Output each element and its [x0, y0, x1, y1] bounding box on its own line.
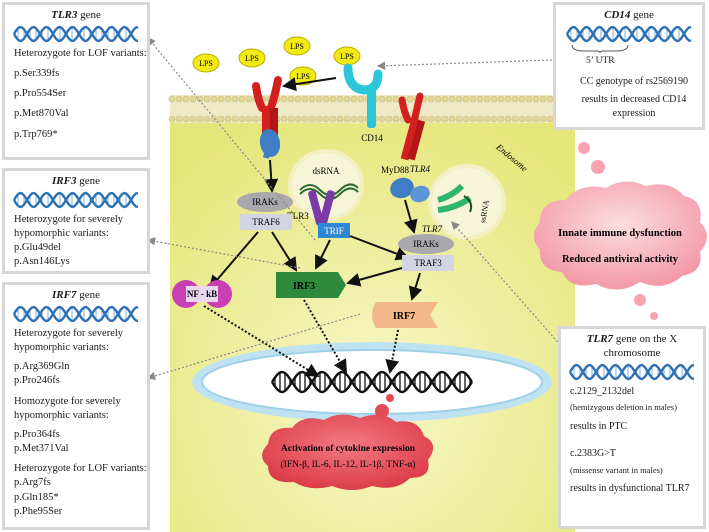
- traf3: TRAF3: [402, 255, 454, 271]
- cd14-panel: CD14 gene 5’ UTR CC genotype of rs256919…: [553, 2, 705, 130]
- cytokine-cloud: Activation of cytokine expression (IFN-β…: [262, 414, 434, 490]
- nfkb: NF - kB: [172, 280, 232, 308]
- dysfunction-cloud: Innate immune dysfunction Reduced antivi…: [534, 142, 707, 320]
- irf3-panel: IRF3 gene Heterozygote for severely hypo…: [2, 168, 150, 274]
- dna-helix-icon: [568, 363, 695, 380]
- irf7-group3-heading: Heterozygote for LOF variants:: [14, 463, 147, 475]
- cd14-genotype: CC genotype of rs2569190: [579, 76, 689, 87]
- irf7-variant: p.Met371Val: [14, 443, 69, 455]
- panel-connectors: [146, 37, 564, 380]
- irf3-panel-title: IRF3 gene: [52, 175, 100, 187]
- tlr7-variant-1-note: (hemizygous deletion in males): [570, 402, 677, 413]
- cytokine-list: (IFN-β, IL-6, IL-12, IL-1β, TNF-α): [281, 459, 416, 470]
- dsrna-label: dsRNA: [312, 166, 340, 176]
- dna-helix-icon: [565, 25, 692, 43]
- iraks-right-label: IRAKs: [413, 239, 439, 249]
- dna-helix-icon: [12, 305, 139, 323]
- trif-label: TRIF: [324, 226, 344, 236]
- irf7-panel: IRF7 gene Heterozygote for severely hypo…: [2, 282, 150, 530]
- irf3-heading: Heterozygote for severely hypomorphic va…: [14, 213, 124, 240]
- irf3: IRF3: [276, 272, 346, 298]
- tlr3-variant: p.Met870Val: [14, 108, 69, 120]
- dna-helix-icon: [12, 25, 139, 43]
- lps-label-2: LPS: [245, 54, 259, 63]
- tlr4-label: TLR4: [410, 164, 431, 174]
- myd88-label: MyD88: [381, 165, 410, 175]
- tlr4-receptor-left: [252, 76, 282, 159]
- tlr7-variant-2: c.2383G>T: [570, 448, 616, 460]
- cloud-line-2: Reduced antiviral activity: [562, 254, 679, 265]
- lps-molecules: LPS LPS LPS LPS LPS: [192, 36, 361, 86]
- irf3-label: IRF3: [293, 281, 315, 292]
- tlr3-variant: p.Ser339fs: [14, 68, 60, 80]
- utr-label: 5’ UTR: [586, 56, 615, 66]
- cytokine-title: Activation of cytokine expression: [281, 444, 416, 454]
- tlr7-panel: TLR7 gene on the X chromosome c.2129_213…: [558, 326, 706, 529]
- lps-label-4: LPS: [296, 72, 310, 81]
- myd88: MyD88: [381, 165, 430, 203]
- irf3-variant: p.Glu49del: [14, 242, 61, 254]
- nfkb-label: NF - kB: [187, 289, 217, 299]
- lps-label-5: LPS: [340, 52, 354, 61]
- irf7-variant: p.Phe95Ser: [14, 505, 63, 517]
- lps-1: [192, 53, 220, 73]
- lps-label-1: LPS: [199, 59, 213, 68]
- traf3-label: TRAF3: [414, 258, 442, 268]
- cd14-receptor: CD14: [343, 63, 383, 143]
- tlr7-variant-2-note: (missense variant in males): [570, 464, 663, 475]
- traf6-label: TRAF6: [252, 217, 280, 227]
- tlr7-variant-1-result: results in PTC: [570, 420, 628, 432]
- irf3-variant: p.Asn146Lys: [14, 256, 70, 268]
- tlr3-variant: p.Pro554Ser: [14, 88, 67, 100]
- iraks-left: IRAKs: [237, 192, 293, 212]
- irf7-group1-heading: Heterozygote for severely hypomorphic va…: [14, 327, 124, 354]
- irf7-label: IRF7: [393, 311, 415, 322]
- cd14-label: CD14: [361, 133, 383, 143]
- irf7-group2-heading: Homozygote for severely hypomorphic vari…: [14, 395, 121, 421]
- ssrna-label: ssRNA: [478, 199, 491, 224]
- cd14-panel-title: CD14 gene: [604, 9, 654, 21]
- lps-label-3: LPS: [290, 42, 304, 51]
- tlr3-panel: TLR3 gene Heterozygote for LOF variants:…: [2, 2, 150, 160]
- traf6: TRAF6: [240, 214, 292, 230]
- irf7-variant: p.Arg369Gln: [14, 361, 70, 373]
- irf7-variant: p.Pro364fs: [14, 428, 60, 440]
- tlr7-variant-1: c.2129_2132del: [570, 385, 635, 397]
- lps-2: [238, 48, 266, 68]
- dna-helix-icon: [12, 191, 139, 209]
- lps-3: [283, 36, 311, 56]
- tlr4-receptor-right: TLR4: [398, 92, 431, 174]
- irf7-variant: p.Gln185*: [14, 491, 59, 503]
- irf7-panel-title: IRF7 gene: [52, 289, 100, 301]
- iraks-right: IRAKs: [398, 234, 454, 254]
- tlr7-label: TLR7: [422, 224, 443, 234]
- tlr3-variant: p.Trp769*: [14, 128, 58, 140]
- iraks-left-label: IRAKs: [252, 197, 278, 207]
- cd14-result: results in decreased CD14 expression: [581, 94, 687, 119]
- tlr3-label: TLR3: [287, 211, 309, 221]
- irf7-variant: p.Pro246fs: [14, 375, 60, 387]
- tlr7-panel-title: TLR7 gene on the X chromosome: [586, 333, 678, 360]
- utr-bracket-icon: [571, 45, 629, 53]
- tlr3-panel-title: TLR3 gene: [51, 9, 101, 21]
- nucleus: [192, 342, 552, 422]
- irf7-variant: p.Arg7fs: [14, 477, 51, 489]
- tlr3-heading: Heterozygote for LOF variants:: [14, 47, 147, 59]
- tlr7-variant-2-result: results in dysfunctional TLR7: [570, 483, 690, 495]
- endosome-left: dsRNA TLR3 TRIF: [287, 149, 364, 238]
- cloud-line-1: Innate immune dysfunction: [558, 228, 682, 239]
- irf7: IRF7: [372, 302, 438, 328]
